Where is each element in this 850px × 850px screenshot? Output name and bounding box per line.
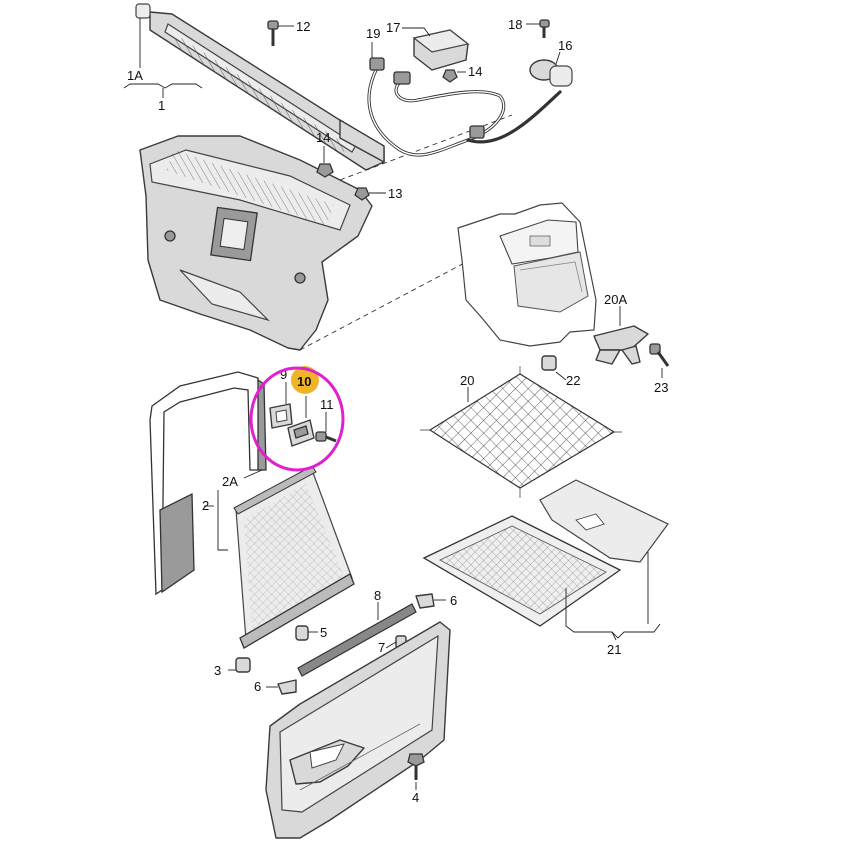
screw-23: 23	[649, 343, 670, 395]
nut-13: 13	[354, 186, 402, 201]
label-8: 8	[374, 588, 381, 603]
door-window-frame	[149, 371, 267, 596]
sunshade-blind-2: 2 2A	[202, 465, 355, 649]
highlighted-parts-group: 10 9 11	[249, 366, 345, 472]
clip-5: 5	[295, 625, 327, 641]
label-2A: 2A	[222, 474, 238, 489]
label-21: 21	[607, 642, 621, 657]
label-17: 17	[386, 20, 400, 35]
floor-cover-21	[539, 479, 669, 563]
tailgate-motor-16: 16	[529, 38, 573, 87]
cap-6-lower: 6	[254, 679, 297, 695]
label-19: 19	[366, 26, 380, 41]
label-9: 9	[280, 367, 287, 382]
parcel-shelf-rail	[135, 3, 385, 171]
rear-shelf-panel	[139, 135, 373, 351]
door-trim-panel	[265, 621, 451, 839]
screw-18: 18	[508, 17, 550, 38]
control-module-17: 17	[386, 20, 470, 71]
highlight-ring	[249, 366, 345, 472]
label-2: 2	[202, 498, 209, 513]
label-11: 11	[320, 397, 334, 412]
highlight-badge	[291, 366, 319, 394]
label-7: 7	[378, 640, 385, 655]
floor-net-21: 21	[422, 515, 661, 657]
cap-6-upper: 6	[415, 593, 457, 609]
screw-4: 4	[407, 753, 425, 805]
label-1: 1	[158, 98, 165, 113]
end-cap-1a	[135, 3, 151, 19]
wiring-harness-19: 19	[366, 26, 562, 157]
label-14-module: 14	[468, 64, 482, 79]
trim-strip-8: 8	[297, 588, 417, 677]
nut-14-module: 14	[442, 64, 482, 83]
label-23: 23	[654, 380, 668, 395]
nut-14-upper: 14	[316, 130, 334, 178]
parcel-shelf-rail-1a-callout: 1A 1	[123, 18, 203, 113]
clip-22: 22	[541, 355, 580, 388]
label-16: 16	[558, 38, 572, 53]
label-10: 10	[297, 374, 311, 389]
label-6-lower: 6	[254, 679, 261, 694]
label-3: 3	[214, 663, 221, 678]
label-6-upper: 6	[450, 593, 457, 608]
vehicle-rear-view	[457, 202, 597, 347]
label-4: 4	[412, 790, 419, 805]
label-14-upper: 14	[316, 130, 330, 145]
label-1A: 1A	[127, 68, 143, 83]
label-12: 12	[296, 19, 310, 34]
label-22: 22	[566, 373, 580, 388]
holder-10	[287, 419, 315, 447]
bracket-9	[269, 403, 293, 429]
screw-12: 12	[267, 19, 310, 46]
hook-20A: 20A	[593, 292, 649, 365]
label-20A: 20A	[604, 292, 627, 307]
label-18: 18	[508, 17, 522, 32]
label-20: 20	[460, 373, 474, 388]
cargo-net-20: 20	[420, 366, 622, 498]
screw-11	[315, 431, 337, 443]
label-13: 13	[388, 186, 402, 201]
label-5: 5	[320, 625, 327, 640]
clip-3: 3	[214, 657, 251, 678]
